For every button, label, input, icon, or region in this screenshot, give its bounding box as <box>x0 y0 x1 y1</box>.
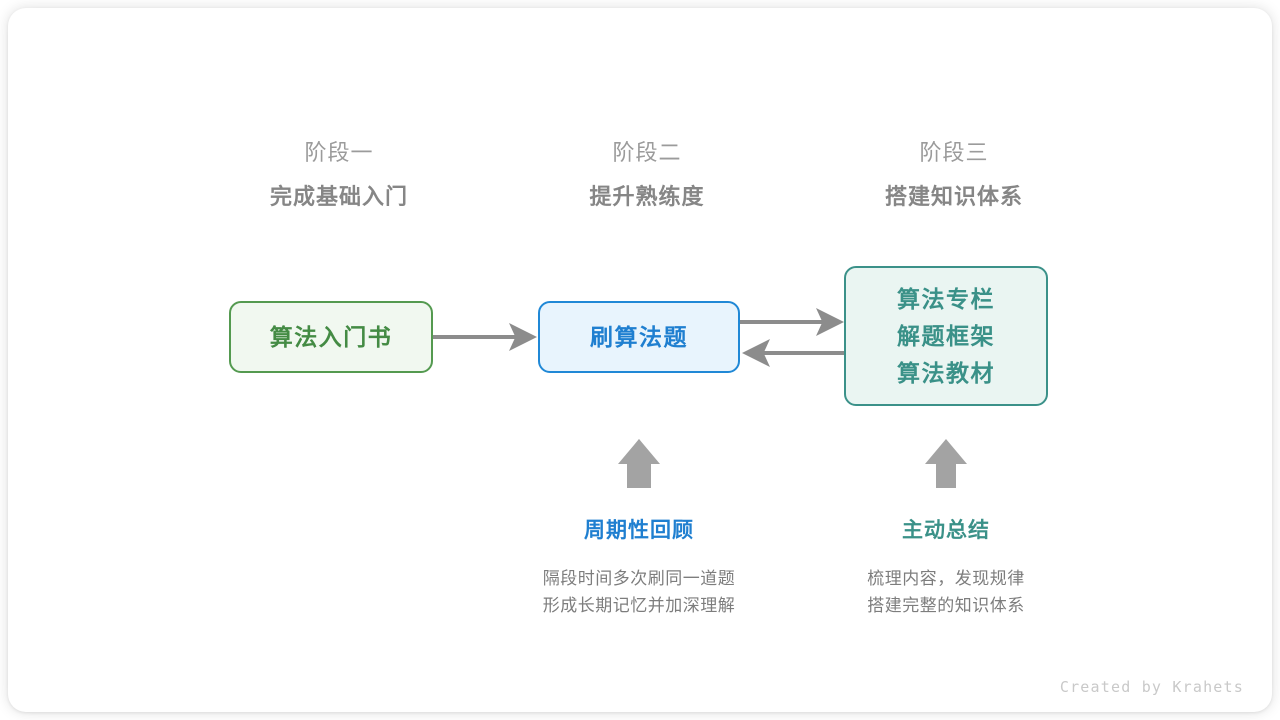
caption-review: 周期性回顾 隔段时间多次刷同一道题 形成长期记忆并加深理解 <box>489 517 789 619</box>
caption-review-desc-line-2: 形成长期记忆并加深理解 <box>542 596 736 615</box>
diagram-card: 阶段一 完成基础入门 阶段二 提升熟练度 阶段三 搭建知识体系 <box>8 8 1272 712</box>
caption-review-desc: 隔段时间多次刷同一道题 形成长期记忆并加深理解 <box>489 565 789 619</box>
stage-label-2: 阶段二 <box>612 140 682 165</box>
stage-title-3: 搭建知识体系 <box>884 184 1023 209</box>
arrow-up-review <box>618 439 660 488</box>
caption-summary-desc: 梳理内容，发现规律 搭建完整的知识体系 <box>796 565 1096 619</box>
node-1-line-1: 算法入门书 <box>269 323 393 350</box>
stage-label-1: 阶段一 <box>304 140 374 165</box>
caption-review-desc-line-1: 隔段时间多次刷同一道题 <box>542 569 736 588</box>
node-3-line-1: 算法专栏 <box>897 285 995 312</box>
node-3-line-2: 解题框架 <box>897 322 995 349</box>
stage-header-2: 阶段二 提升熟练度 <box>517 138 777 213</box>
stage-label-3: 阶段三 <box>919 140 989 165</box>
caption-review-title: 周期性回顾 <box>584 519 694 542</box>
credit-text: Created by Krahets <box>1059 678 1244 696</box>
stage-header-1: 阶段一 完成基础入门 <box>209 138 469 213</box>
caption-summary-desc-line-2: 搭建完整的知识体系 <box>867 596 1025 615</box>
node-algorithm-intro-book[interactable]: 算法入门书 <box>229 301 433 373</box>
stage-header-3: 阶段三 搭建知识体系 <box>824 138 1084 213</box>
node-2-line-1: 刷算法题 <box>590 323 688 350</box>
arrow-up-summary <box>925 439 967 488</box>
stage-title-1: 完成基础入门 <box>269 184 408 209</box>
caption-summary-desc-line-1: 梳理内容，发现规律 <box>867 569 1025 588</box>
caption-summary-title: 主动总结 <box>902 519 990 542</box>
stage-title-2: 提升熟练度 <box>589 184 705 209</box>
caption-summary: 主动总结 梳理内容，发现规律 搭建完整的知识体系 <box>796 517 1096 619</box>
node-3-line-3: 算法教材 <box>897 359 995 386</box>
node-resources[interactable]: 算法专栏 解题框架 算法教材 <box>844 266 1048 406</box>
node-practice-problems[interactable]: 刷算法题 <box>538 301 740 373</box>
